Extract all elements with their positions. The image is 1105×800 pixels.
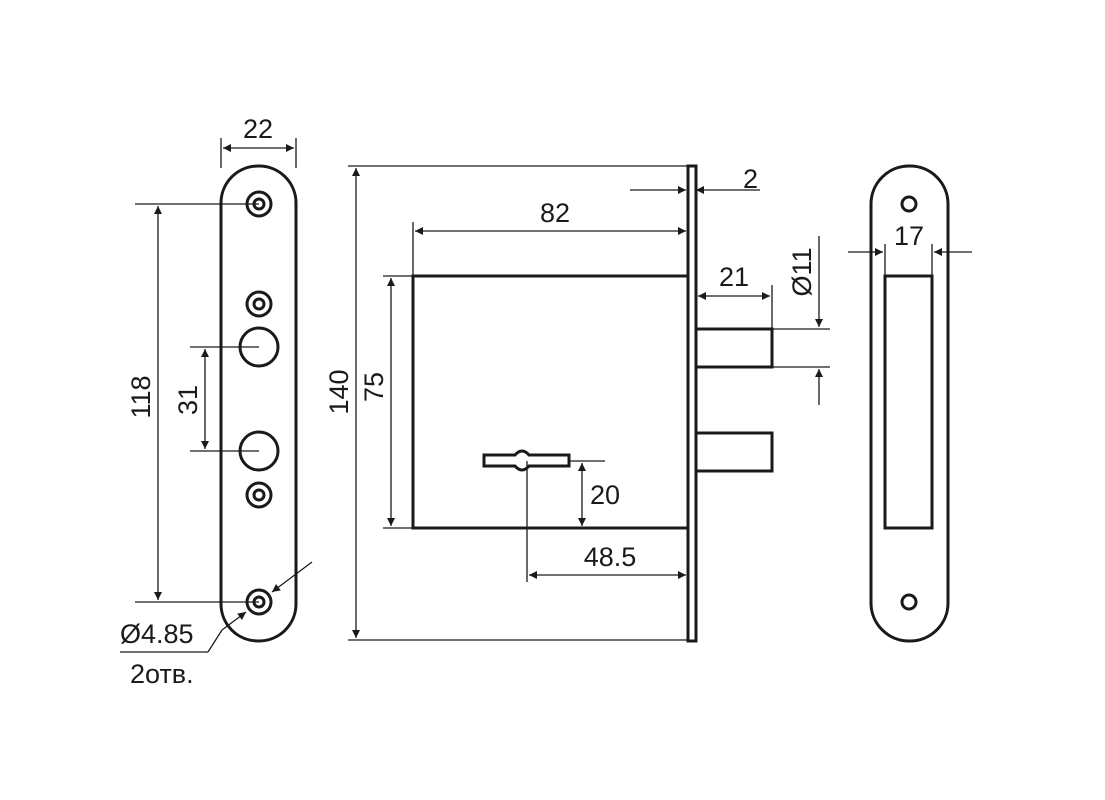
dim-keyhole-height: 20 [590,480,620,510]
dim-strike-opening-width: 17 [894,221,924,251]
dim-faceplate-thickness: 2 [743,164,758,194]
dim-total-height: 140 [324,369,354,414]
dim-screw-hole-diameter: Ø4.85 [120,619,194,649]
dim-mounting-span: 118 [126,375,156,418]
fixing-hole-lower [245,481,273,509]
strike-opening [883,274,934,530]
dim-faceplate-width: 22 [243,114,273,144]
fixing-hole-lower-inner [252,488,266,502]
dim-case-depth: 82 [540,198,570,228]
fixing-hole-upper [245,290,273,318]
faceplate-outline [219,164,298,643]
strike-plate-view: 17 [848,164,972,643]
strike-plate-outline [869,164,950,643]
dim-hole-spacing: 31 [173,385,203,415]
lock-side-view: 140 75 82 2 21 Ø11 20 48.5 [324,164,830,643]
dim-case-height: 75 [359,372,389,402]
strike-screw-hole-top [900,195,918,213]
faceplate-front-view: 22 118 31 Ø4.85 2отв. [120,114,313,689]
dim-bolt-diameter: Ø11 [787,247,817,296]
strike-screw-hole-bottom [900,593,918,611]
fixing-hole-upper-inner [252,297,266,311]
dim-backset: 48.5 [584,542,637,572]
keyhole-slot [482,449,571,472]
dim-screw-hole-count: 2отв. [130,659,194,689]
bolt-lower [694,431,774,473]
lock-case [411,274,690,530]
dim-bolt-length: 21 [719,262,749,292]
bolt-upper [694,327,774,369]
